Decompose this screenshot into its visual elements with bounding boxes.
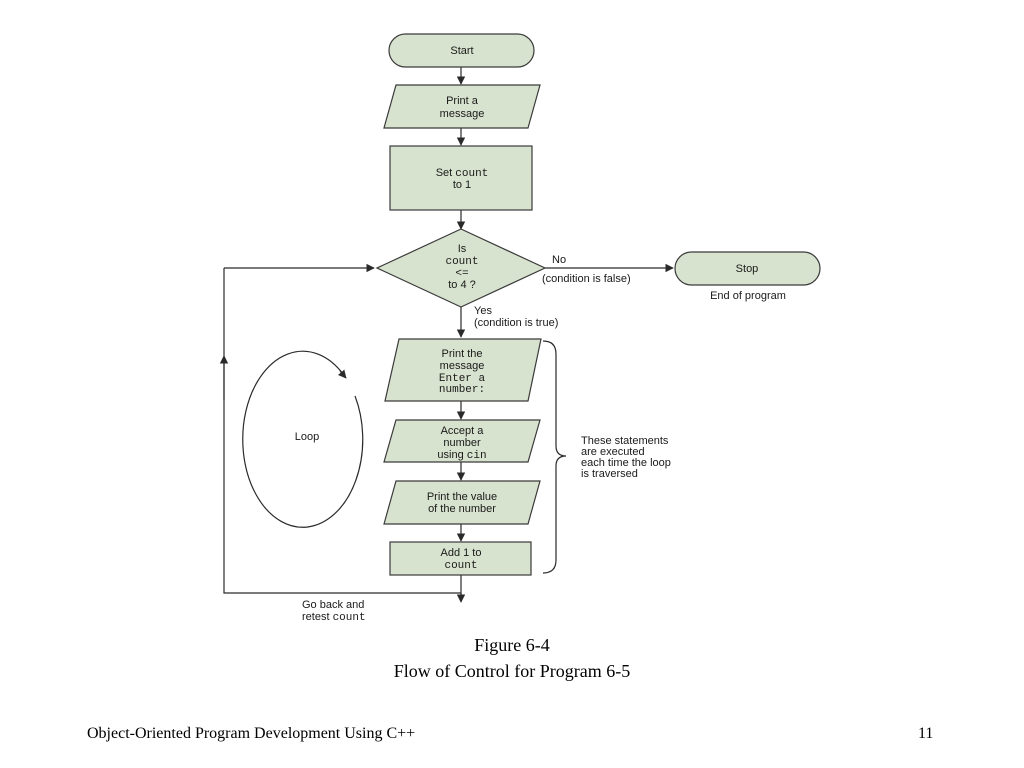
figure-title: Flow of Control for Program 6-5	[393, 661, 631, 681]
print-enter-line-2: message	[440, 360, 485, 372]
decision-line-4: to 4 ?	[448, 279, 476, 291]
stop-label: Stop	[736, 263, 759, 275]
set-count-line-1: Set count	[436, 167, 489, 180]
accept-line-2: number	[443, 437, 481, 449]
count-decision	[375, 228, 547, 308]
stop-terminal	[674, 251, 821, 286]
decision-line-1: Is	[458, 243, 467, 255]
flowchart-diagram: Start Print a message Set count to 1 Is …	[219, 33, 821, 624]
print-message-io	[383, 84, 541, 129]
end-of-program-label: End of program	[710, 290, 786, 302]
condition-false-label: (condition is false)	[542, 273, 631, 285]
figure-number: Figure 6-4	[474, 635, 550, 655]
start-terminal	[388, 33, 535, 68]
print-value-line-2: of the number	[428, 503, 496, 515]
yes-label: Yes	[474, 305, 492, 317]
print-message-label-1: Print a	[446, 95, 479, 107]
condition-true-label: (condition is true)	[474, 317, 558, 329]
print-message-label-2: message	[440, 108, 485, 120]
start-label: Start	[450, 45, 473, 57]
accept-line-1: Accept a	[441, 425, 485, 437]
statements-brace	[542, 340, 567, 574]
print-enter-code-1: Enter a	[439, 373, 486, 385]
brace-note-line-4: is traversed	[581, 468, 638, 480]
set-count-process	[389, 145, 533, 211]
accept-line-3: using cin	[437, 449, 486, 462]
go-back-line-1: Go back and	[302, 599, 364, 611]
print-enter-io	[384, 338, 542, 402]
add-one-code: count	[444, 560, 477, 572]
loop-back-line	[223, 268, 462, 594]
add-one-line-1: Add 1 to	[441, 547, 482, 559]
no-label: No	[552, 254, 566, 266]
loop-circle	[242, 350, 364, 528]
print-enter-line-1: Print the	[442, 348, 483, 360]
set-count-line-2: to 1	[453, 179, 471, 191]
print-enter-code-2: number:	[439, 384, 485, 396]
print-value-line-1: Print the value	[427, 491, 497, 503]
brace-note-line-1: These statements	[581, 435, 669, 447]
decision-line-3: <=	[455, 268, 468, 280]
add-one-process	[389, 541, 532, 576]
loop-circle-arrowhead	[337, 369, 347, 379]
decision-line-2: count	[445, 256, 478, 268]
loop-label: Loop	[295, 431, 319, 443]
go-back-line-2: retest count	[302, 611, 366, 624]
print-value-io	[383, 480, 541, 525]
brace-note-line-2: are executed	[581, 446, 645, 458]
footer-page-number: 11	[918, 725, 934, 742]
accept-number-io	[383, 419, 541, 463]
footer-book-title: Object-Oriented Program Development Usin…	[87, 725, 416, 742]
brace-note-line-3: each time the loop	[581, 457, 671, 469]
